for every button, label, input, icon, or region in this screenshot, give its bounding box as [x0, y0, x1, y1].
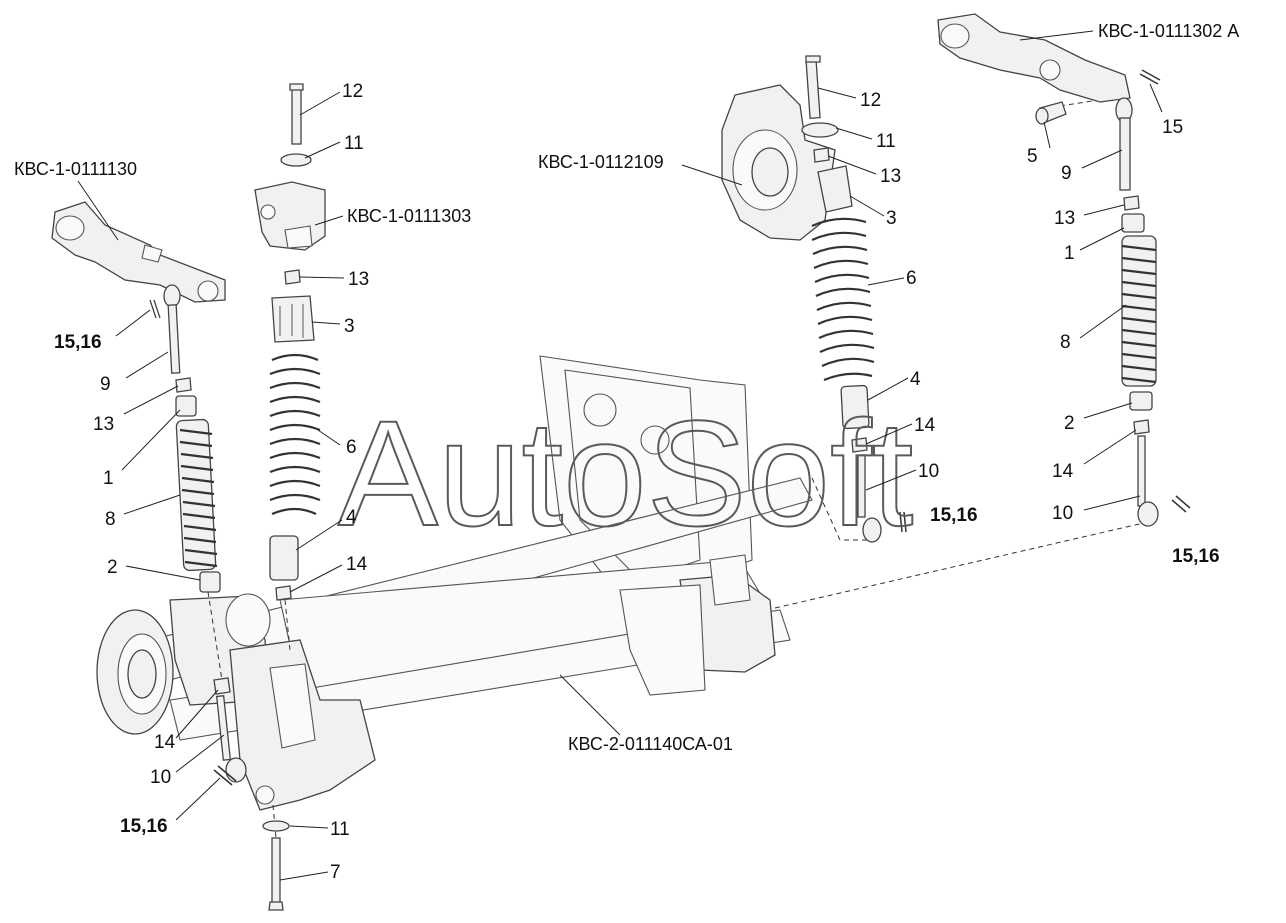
- right-rod-9: [1115, 97, 1133, 191]
- left-cotter-pin: [149, 299, 161, 319]
- callout-1: 1: [103, 468, 114, 489]
- right-pin-5: [1035, 101, 1067, 125]
- callout-12: 12: [342, 81, 363, 102]
- callout-11: 11: [344, 133, 364, 154]
- callout-13: 13: [1054, 208, 1075, 229]
- right-spring-8: [1121, 235, 1157, 387]
- center-spring-6: [269, 353, 321, 516]
- callout-15-16: 15,16: [120, 816, 168, 837]
- center-cup-3: [271, 295, 315, 343]
- right-spring-6: [811, 217, 875, 382]
- callout-10: 10: [1052, 503, 1073, 524]
- left-bushing-1: [175, 395, 197, 417]
- callout-8: 8: [1060, 332, 1071, 353]
- left-bushing-2: [199, 571, 221, 593]
- right-nut-14b: [1133, 419, 1150, 435]
- callout-15-16: 15,16: [1172, 546, 1220, 567]
- callout-12: 12: [860, 90, 881, 111]
- callout-4: 4: [346, 507, 357, 528]
- callout-14: 14: [346, 554, 368, 575]
- code-right-arm: КВС-1-0111302 А: [1098, 21, 1239, 41]
- right-bushing-4: [840, 384, 870, 430]
- right-cotter-pin: [899, 511, 907, 533]
- callout-2: 2: [1064, 413, 1075, 434]
- right-cotter-pin-15: [1139, 69, 1161, 85]
- callout-6: 6: [906, 268, 917, 289]
- center-bracket: [254, 181, 326, 251]
- callout-11: 11: [876, 131, 896, 152]
- callout-15-16: 15,16: [930, 505, 978, 526]
- callout-15-16: 15,16: [54, 332, 102, 353]
- callout-7: 7: [330, 862, 341, 883]
- lower-washer-11: [262, 820, 290, 832]
- callout-10: 10: [150, 767, 171, 788]
- callout-2: 2: [107, 557, 118, 578]
- callout-14: 14: [1052, 461, 1074, 482]
- callout-5: 5: [1027, 146, 1038, 167]
- code-right-bracket: КВС-1-0112109: [538, 152, 664, 172]
- axle-beam: [96, 355, 813, 811]
- callout-11: 11: [330, 819, 350, 840]
- callout-4: 4: [910, 369, 921, 390]
- code-center-bracket: КВС-1-0111303: [347, 206, 471, 226]
- center-nut-14: [275, 585, 292, 601]
- callout-13: 13: [348, 269, 369, 290]
- callout-14: 14: [154, 732, 176, 753]
- left-spring-8: [175, 418, 218, 572]
- right-arm: [937, 13, 1131, 103]
- callout-13: 13: [880, 166, 901, 187]
- right-cotter-pin-15-16: [1171, 495, 1191, 513]
- callout-8: 8: [105, 509, 116, 530]
- callout-14: 14: [914, 415, 936, 436]
- right-bushing-2: [1129, 391, 1153, 411]
- right-bushing-1: [1121, 213, 1145, 233]
- right-bracket: [721, 84, 836, 241]
- code-left-arm: КВС-1-0111130: [14, 159, 137, 179]
- center-nut-13: [284, 269, 301, 285]
- center-washer-11: [280, 153, 312, 167]
- right-nut-13b: [1123, 195, 1140, 211]
- callout-3: 3: [886, 208, 897, 229]
- callout-3: 3: [344, 316, 355, 337]
- callout-9: 9: [100, 374, 111, 395]
- right-rod-10b: [1137, 435, 1159, 527]
- leader-lines: [77, 30, 1163, 881]
- right-cup-3: [817, 165, 853, 213]
- callout-10: 10: [918, 461, 939, 482]
- left-rod-9: [163, 284, 181, 374]
- right-nut-13: [813, 147, 830, 163]
- right-nut-14: [851, 437, 868, 453]
- code-axle: КВС-2-011140СА-01: [568, 734, 733, 754]
- right-washer-11: [801, 122, 839, 138]
- left-nut-13: [175, 377, 192, 393]
- callout-1: 1: [1064, 243, 1075, 264]
- left-arm: [51, 201, 226, 303]
- right-bolt-12: [805, 55, 821, 119]
- lower-bolt-7: [268, 837, 284, 911]
- callout-6: 6: [346, 437, 357, 458]
- right-rod-10: [857, 454, 882, 543]
- assembly-lines: [207, 95, 1149, 839]
- center-bushing-4: [269, 535, 299, 581]
- callout-13: 13: [93, 414, 114, 435]
- watermark: AutoSoft: [338, 389, 913, 557]
- lower-cotter-pin: [213, 765, 237, 786]
- callout-9: 9: [1061, 163, 1072, 184]
- callout-15: 15: [1162, 117, 1183, 138]
